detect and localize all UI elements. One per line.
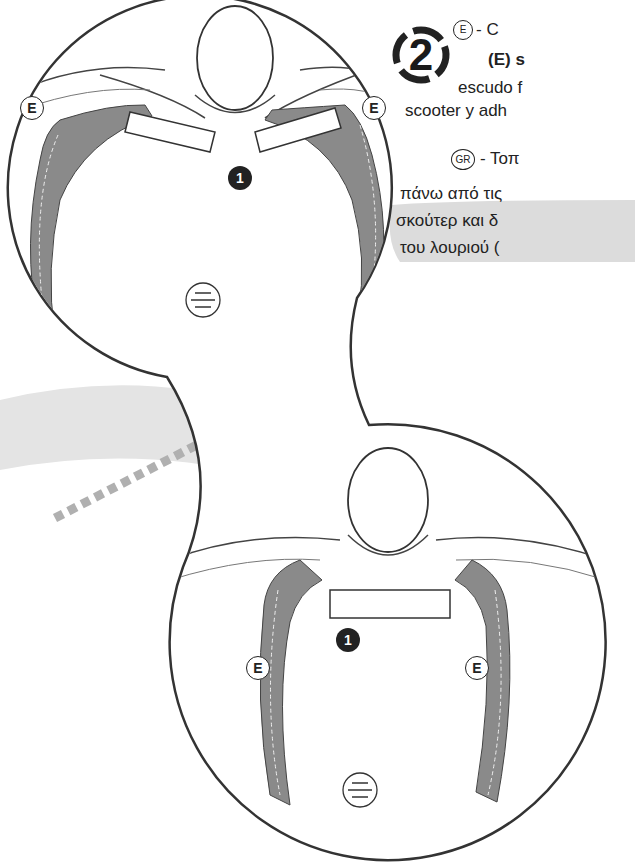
callout-letter: E <box>465 656 489 680</box>
instruction-text: scooter y adh <box>405 101 507 121</box>
instruction-text: (E) s <box>488 50 525 70</box>
lower-view <box>170 448 606 807</box>
language-marker: GR <box>451 149 475 170</box>
instruction-text: πάνω από τις <box>400 184 502 204</box>
step-number: 2 <box>409 32 433 78</box>
text-highlight <box>390 200 635 262</box>
callout-number: 1 <box>228 166 252 190</box>
step-ring <box>389 23 453 87</box>
callout-number: 1 <box>336 628 360 652</box>
callout-letter: E <box>20 96 44 120</box>
callout-letter: E <box>246 656 270 680</box>
callout-letter: E <box>362 96 386 120</box>
instruction-text: - Τοπ <box>480 149 520 169</box>
instruction-text: του λουριού ( <box>400 238 500 258</box>
language-marker: E <box>453 20 473 40</box>
upper-view <box>20 6 395 335</box>
instruction-text: escudo f <box>458 78 522 98</box>
instruction-text: σκούτερ και δ <box>396 211 498 231</box>
detail-outline <box>8 0 606 860</box>
instruction-text: - C <box>476 20 499 40</box>
